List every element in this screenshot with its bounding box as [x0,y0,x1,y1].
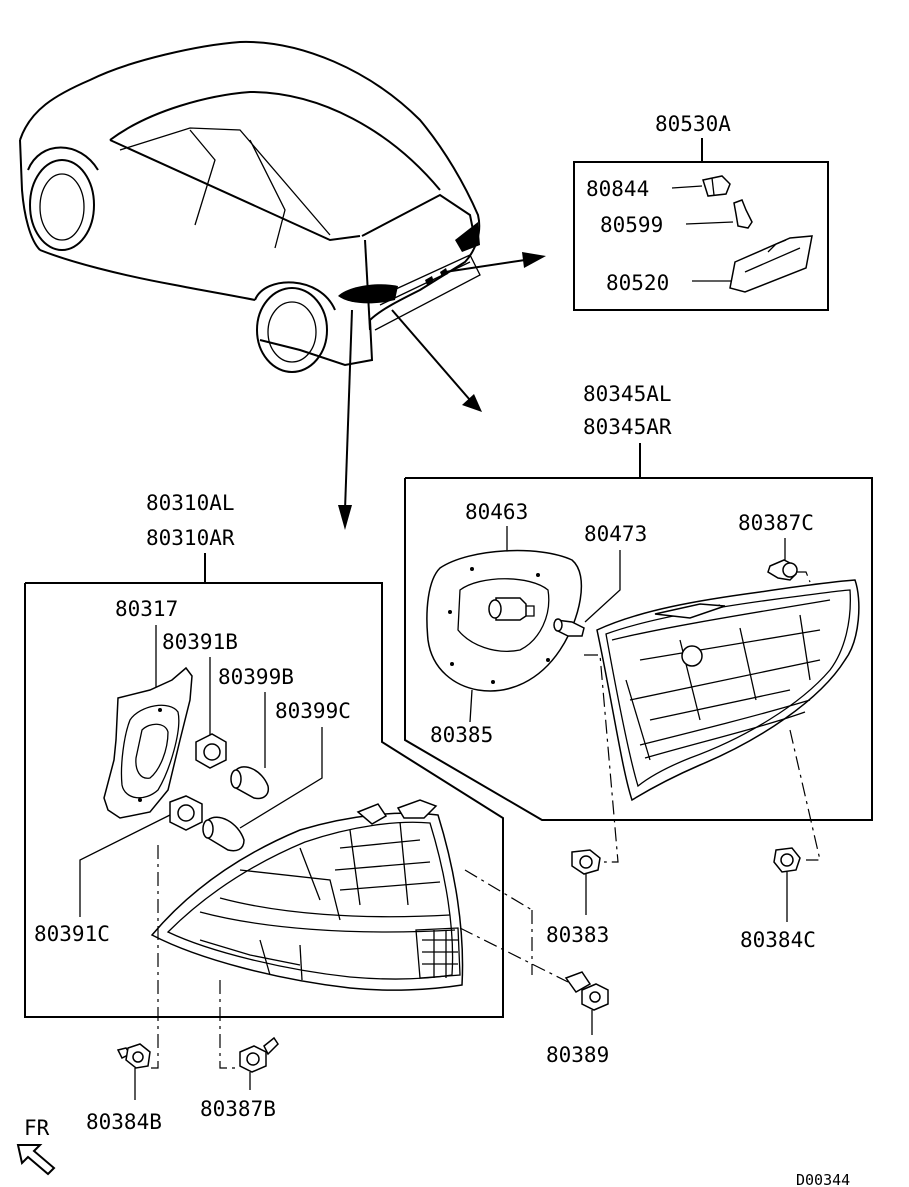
part-number-80387C: 80387C [738,511,814,535]
clip-part-80387C [767,559,798,581]
part-number-80473: 80473 [584,522,647,546]
part-number-80383: 80383 [546,923,609,947]
socket-plate-part-80317 [103,666,193,819]
part-number-80599: 80599 [600,213,663,237]
part-number-80310AL: 80310AL [146,491,235,515]
vehicle-illustration [19,40,481,373]
bulb-part-80399B [230,766,270,800]
bulb-part-80599 [733,199,753,229]
part-number-80384B: 80384B [86,1110,162,1134]
socket-part-80391C [169,795,203,831]
part-number-80399C: 80399C [275,699,351,723]
part-number-80530A: 80530A [655,112,731,136]
combination-lamp-group: 80310AL 80310AR 80317 80391B 80399B 8039… [24,491,569,1069]
bulb-part-80473 [553,618,585,637]
license-lamp-part-80520 [729,235,813,293]
part-number-80345AL: 80345AL [583,382,672,406]
nut-part-80384C [773,847,801,873]
part-number-80520: 80520 [606,271,669,295]
diagram-code: D00344 [796,1171,850,1187]
bulb-part-80399C [202,816,245,852]
part-number-80463: 80463 [465,500,528,524]
nut-part-80384B [116,1043,151,1069]
combination-lamp-assembly [150,799,464,991]
part-number-80844: 80844 [586,177,649,201]
clip-part-80387B [239,1036,279,1073]
part-number-80317: 80317 [115,597,178,621]
socket-part-80844 [702,175,731,197]
nut-part-80383 [571,849,601,875]
part-number-80385: 80385 [430,723,493,747]
part-number-80345AR: 80345AR [583,415,672,439]
part-number-80384C: 80384C [740,928,816,952]
gate-lamp-group: 80345AL 80345AR 80463 80473 80387C [404,382,873,863]
part-number-80399B: 80399B [218,665,294,689]
socket-part-80391B [195,733,227,769]
part-number-80391C: 80391C [34,922,110,946]
arrow-icon [16,1144,56,1176]
part-number-80391B: 80391B [162,630,238,654]
orientation-label: FR [24,1116,50,1140]
gate-lamp-assembly [596,579,860,802]
bolt-part-80389 [564,971,609,1011]
part-number-80387B: 80387B [200,1097,276,1121]
front-orientation-indicator: FR [16,1116,56,1176]
callout-arrows [338,252,546,530]
license-lamp-group: 80530A 80844 80599 80520 [573,112,829,311]
part-number-80389: 80389 [546,1043,609,1067]
bulb-part-80463 [488,597,535,621]
part-number-80310AR: 80310AR [146,526,235,550]
